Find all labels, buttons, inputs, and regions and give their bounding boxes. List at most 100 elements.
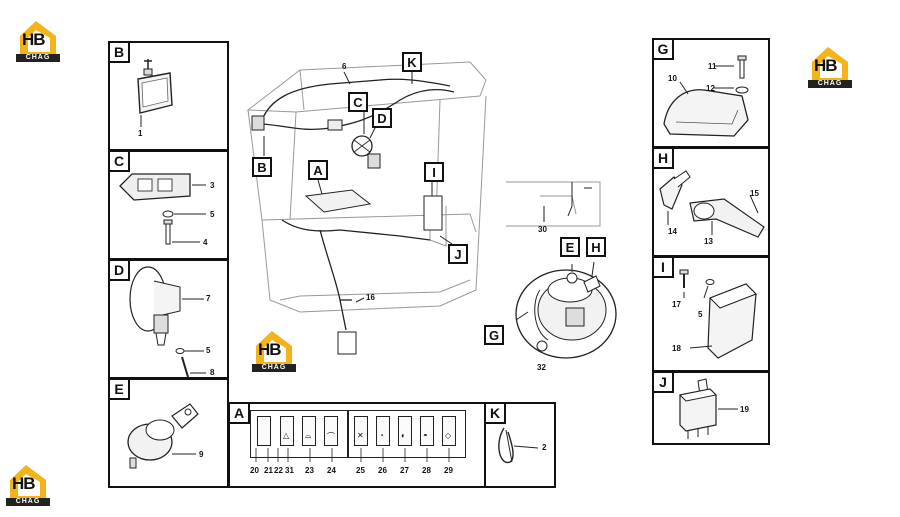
washer-icon: ⌒ <box>327 432 335 441</box>
part-number: 7 <box>206 294 211 303</box>
logo-house-icon <box>10 465 46 502</box>
lamp-icon: ◓ <box>423 431 428 440</box>
panel-label: D <box>110 261 130 281</box>
part-number: 22 <box>274 466 283 475</box>
part-number: 28 <box>422 466 431 475</box>
relay-drawing <box>678 378 738 439</box>
part-number: 21 <box>264 466 273 475</box>
part-number: 23 <box>305 466 314 475</box>
part-number: 16 <box>366 293 375 302</box>
part-number: 17 <box>672 300 681 309</box>
part-number: 31 <box>285 466 294 475</box>
callout-i: I <box>424 162 444 182</box>
panel-k: K 2 <box>484 402 556 488</box>
callout-a: A <box>308 160 328 180</box>
part-number: 30 <box>538 225 547 234</box>
switch-bank-left <box>250 410 348 458</box>
part-number: 5 <box>210 210 215 219</box>
part-number: 9 <box>199 450 204 459</box>
switch-leaders <box>255 448 450 462</box>
callout-h: H <box>586 237 606 257</box>
heater-icon: ◇ <box>445 431 452 440</box>
panel-label: G <box>654 40 674 60</box>
logo-bottom-left: HB CHAG <box>6 462 52 508</box>
part-number: 25 <box>356 466 365 475</box>
part-number: 2 <box>542 443 547 452</box>
part-number: 27 <box>400 466 409 475</box>
rotating-beacon-drawing <box>129 266 206 378</box>
panel-c: C 3 5 4 <box>108 150 229 260</box>
part-number: 15 <box>750 189 759 198</box>
ignition-switch-drawing <box>127 403 199 469</box>
part-number: 24 <box>327 466 336 475</box>
panel-label: K <box>486 404 506 424</box>
switch-heater: ◇ <box>442 416 456 446</box>
part-number: 8 <box>210 368 215 377</box>
part-number: 26 <box>378 466 387 475</box>
logo-center: HB CHAG <box>252 328 298 374</box>
panel-label: I <box>654 258 674 278</box>
panel-d: D 7 5 8 <box>108 259 229 379</box>
part-number: 10 <box>668 74 677 83</box>
logo-top-left: HB CHAG <box>16 18 62 64</box>
callout-e: E <box>560 237 580 257</box>
switch-lamp: ◓ <box>420 416 434 446</box>
work-lamp-mark <box>251 115 265 131</box>
callout-b: B <box>252 157 272 177</box>
part-number: 5 <box>206 346 211 355</box>
part-number: 4 <box>203 238 208 247</box>
callout-c: C <box>348 92 368 112</box>
switch-washer: ⌒ <box>324 416 338 446</box>
switch-bank-right <box>348 410 466 458</box>
part-number: 18 <box>672 344 681 353</box>
switch-console-mark <box>304 189 372 213</box>
switch-work-light: ◐ <box>398 416 412 446</box>
module-mark <box>423 195 443 231</box>
combination-switch-drawing <box>659 170 765 238</box>
part-number: 12 <box>706 84 715 93</box>
callout-j: J <box>448 244 468 264</box>
lamp-mark <box>327 119 343 131</box>
panel-i: I 17 5 18 <box>652 256 770 372</box>
cable-tie-drawing <box>498 427 539 464</box>
part-number: 6 <box>342 62 347 71</box>
panel-label: H <box>654 149 674 169</box>
panel-label: C <box>110 152 130 172</box>
work-lamp-mark-2 <box>367 153 381 169</box>
part-number: 13 <box>704 237 713 246</box>
work-light-icon: ◐ <box>401 431 406 440</box>
part-number: 11 <box>708 62 717 71</box>
logo-house-icon <box>256 331 292 368</box>
harness-connector-mark <box>337 331 357 355</box>
beacon-icon: ✕ <box>357 431 364 440</box>
callout-k: K <box>402 52 422 72</box>
panel-h: H 15 14 13 <box>652 147 770 257</box>
panel-label: J <box>654 373 674 393</box>
callout-d: D <box>372 108 392 128</box>
work-lamp-drawing <box>137 59 173 127</box>
control-module-drawing <box>679 269 757 359</box>
part-number: 20 <box>250 466 259 475</box>
logo-house-icon <box>812 47 848 84</box>
part-number: 1 <box>138 129 143 138</box>
warning-icon: △ <box>283 431 290 440</box>
part-number: 5 <box>698 310 703 319</box>
part-number: 14 <box>668 227 677 236</box>
logo-top-right: HB CHAG <box>808 44 854 90</box>
part-number: 19 <box>740 405 749 414</box>
steering-cover-drawing <box>663 55 749 137</box>
panel-a: A △ ⌓ ⌒ ✕ ◔ ◐ ◓ ◇ 20 21 22 31 23 24 25 2… <box>228 402 486 488</box>
switch-warning: △ <box>280 416 294 446</box>
callout-g: G <box>484 325 504 345</box>
switch-rear-wiper: ◔ <box>376 416 390 446</box>
panel-j: J 19 <box>652 371 770 445</box>
panel-label: E <box>110 380 130 400</box>
part-number: 32 <box>537 363 546 372</box>
panel-label: A <box>230 404 250 424</box>
part-number: 29 <box>444 466 453 475</box>
logo-house-icon <box>20 21 56 58</box>
panel-e: E 9 <box>108 378 229 488</box>
switch-beacon: ✕ <box>354 416 368 446</box>
